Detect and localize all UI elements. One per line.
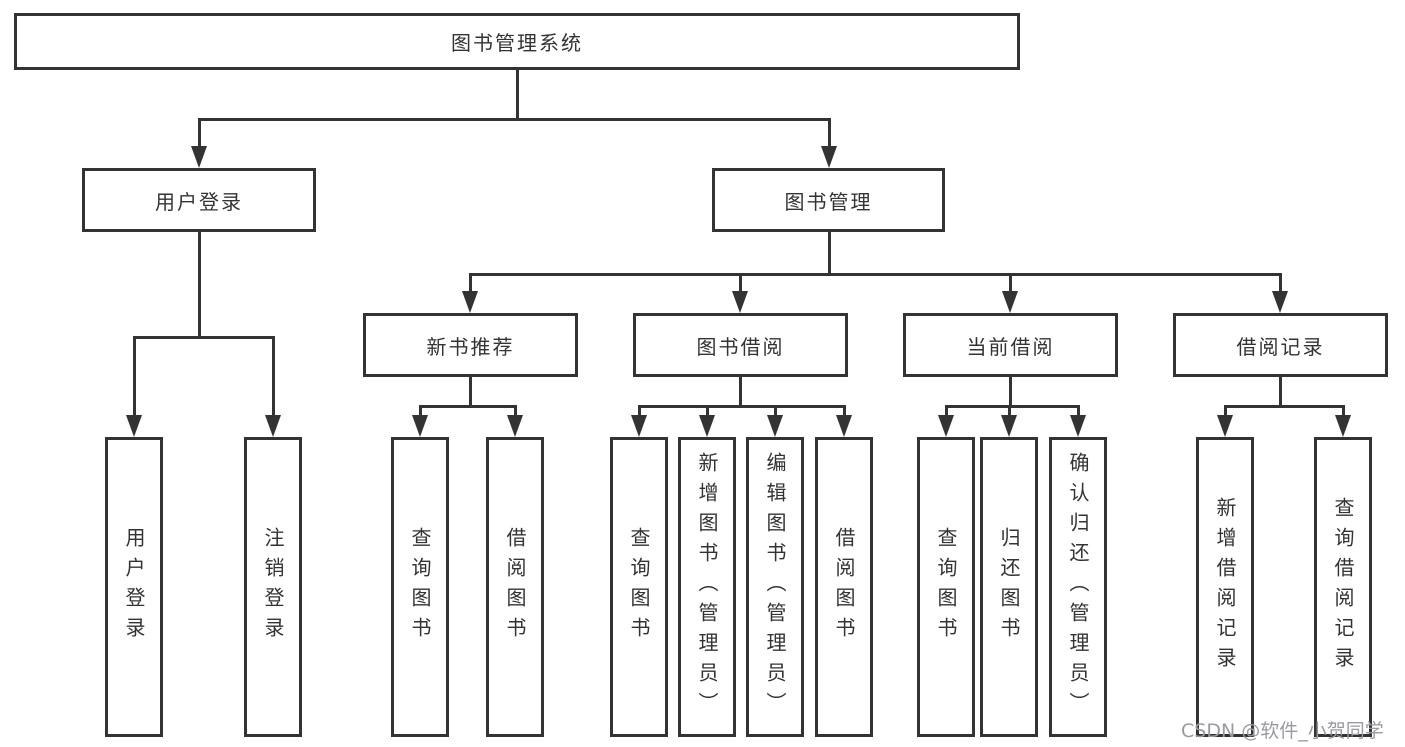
connector-stem (738, 377, 742, 405)
connector-stem (1008, 377, 1012, 405)
connector-stem (827, 232, 831, 273)
connector-drop (197, 118, 201, 148)
leaf-query-books-current: 查询图书 (917, 437, 975, 737)
leaf-logout: 注销登录 (244, 437, 302, 737)
node-user-login: 用户登录 (82, 168, 316, 232)
arrowhead-down-icon (126, 415, 142, 437)
connector-drop (271, 336, 275, 417)
leaf-return-books: 归还图书 (980, 437, 1038, 737)
node-label: 注销登录 (261, 527, 285, 647)
connector-drop (132, 336, 136, 417)
connector-drop (1341, 405, 1345, 417)
arrowhead-down-icon (836, 415, 852, 437)
connector-drop (827, 118, 831, 148)
connector-drop (1008, 273, 1012, 293)
connector-bar (132, 336, 275, 339)
leaf-add-borrow-record: 新增借阅记录 (1196, 437, 1254, 737)
connector-drop (738, 273, 742, 293)
node-book-borrowing: 图书借阅 (633, 313, 848, 377)
connector-stem (197, 232, 201, 336)
node-label: 借阅记录 (1236, 334, 1325, 359)
connector-stem (1278, 377, 1282, 405)
node-label: 归还图书 (997, 527, 1021, 647)
arrowhead-down-icon (821, 146, 837, 168)
connector-drop (418, 405, 422, 417)
node-label: 编辑图书（管理员） (763, 452, 787, 722)
connector-stem (515, 70, 519, 118)
node-current-borrowing: 当前借阅 (903, 313, 1118, 377)
connector-drop (1076, 405, 1080, 417)
node-label: 当前借阅 (966, 334, 1055, 359)
leaf-borrow-books-recommend: 借阅图书 (486, 437, 544, 737)
arrowhead-down-icon (767, 415, 783, 437)
arrowhead-down-icon (1335, 415, 1351, 437)
node-label: 查询图书 (627, 527, 651, 647)
node-label: 图书管理 (784, 189, 873, 214)
arrowhead-down-icon (732, 291, 748, 313)
node-label: 用户登录 (155, 189, 243, 214)
node-borrowing-records: 借阅记录 (1173, 313, 1388, 377)
arrowhead-down-icon (265, 415, 281, 437)
leaf-confirm-return-admin: 确认归还（管理员） (1049, 437, 1107, 737)
leaf-borrow-books: 借阅图书 (815, 437, 873, 737)
node-label: 查询借阅记录 (1331, 497, 1355, 677)
connector-bar (197, 118, 831, 121)
connector-drop (1278, 273, 1282, 293)
connector-drop (1223, 405, 1227, 417)
arrowhead-down-icon (462, 291, 478, 313)
arrowhead-down-icon (1070, 415, 1086, 437)
node-new-book-recommend: 新书推荐 (363, 313, 578, 377)
node-label: 新书推荐 (426, 334, 515, 359)
node-label: 图书管理系统 (451, 31, 583, 55)
connector-drop (1007, 405, 1011, 417)
connector-drop (513, 405, 517, 417)
arrowhead-down-icon (1001, 415, 1017, 437)
arrowhead-down-icon (1217, 415, 1233, 437)
node-label: 借阅图书 (503, 527, 527, 647)
node-label: 图书借阅 (696, 334, 785, 359)
leaf-query-borrow-record: 查询借阅记录 (1314, 437, 1372, 737)
connector-bar (1223, 405, 1345, 408)
connector-bar (944, 405, 1080, 408)
leaf-add-book-admin: 新增图书（管理员） (678, 437, 736, 737)
connector-stem (468, 377, 472, 405)
arrowhead-down-icon (938, 415, 954, 437)
node-label: 查询图书 (408, 527, 432, 647)
connector-bar (418, 405, 517, 408)
node-label: 借阅图书 (832, 527, 856, 647)
leaf-edit-book-admin: 编辑图书（管理员） (746, 437, 804, 737)
arrowhead-down-icon (631, 415, 647, 437)
arrowhead-down-icon (412, 415, 428, 437)
connector-drop (944, 405, 948, 417)
node-label: 确认归还（管理员） (1066, 452, 1090, 722)
csdn-watermark: CSDN @软件_小贺同学 (1181, 720, 1384, 742)
connector-drop (468, 273, 472, 293)
node-label: 查询图书 (934, 527, 958, 647)
arrowhead-down-icon (191, 146, 207, 168)
leaf-query-books-borrowing: 查询图书 (610, 437, 668, 737)
node-root-library-system: 图书管理系统 (14, 13, 1020, 70)
node-label: 新增图书（管理员） (695, 452, 719, 722)
connector-drop (637, 405, 641, 417)
node-label: 用户登录 (122, 527, 146, 647)
node-label: 新增借阅记录 (1213, 497, 1237, 677)
node-book-management: 图书管理 (712, 168, 945, 232)
leaf-query-books-recommend: 查询图书 (391, 437, 449, 737)
arrowhead-down-icon (699, 415, 715, 437)
arrowhead-down-icon (1002, 291, 1018, 313)
connector-bar (468, 273, 1282, 276)
leaf-user-login: 用户登录 (105, 437, 163, 737)
connector-drop (842, 405, 846, 417)
arrowhead-down-icon (1272, 291, 1288, 313)
connector-bar (637, 405, 846, 408)
connector-drop (705, 405, 709, 417)
connector-drop (773, 405, 777, 417)
arrowhead-down-icon (507, 415, 523, 437)
